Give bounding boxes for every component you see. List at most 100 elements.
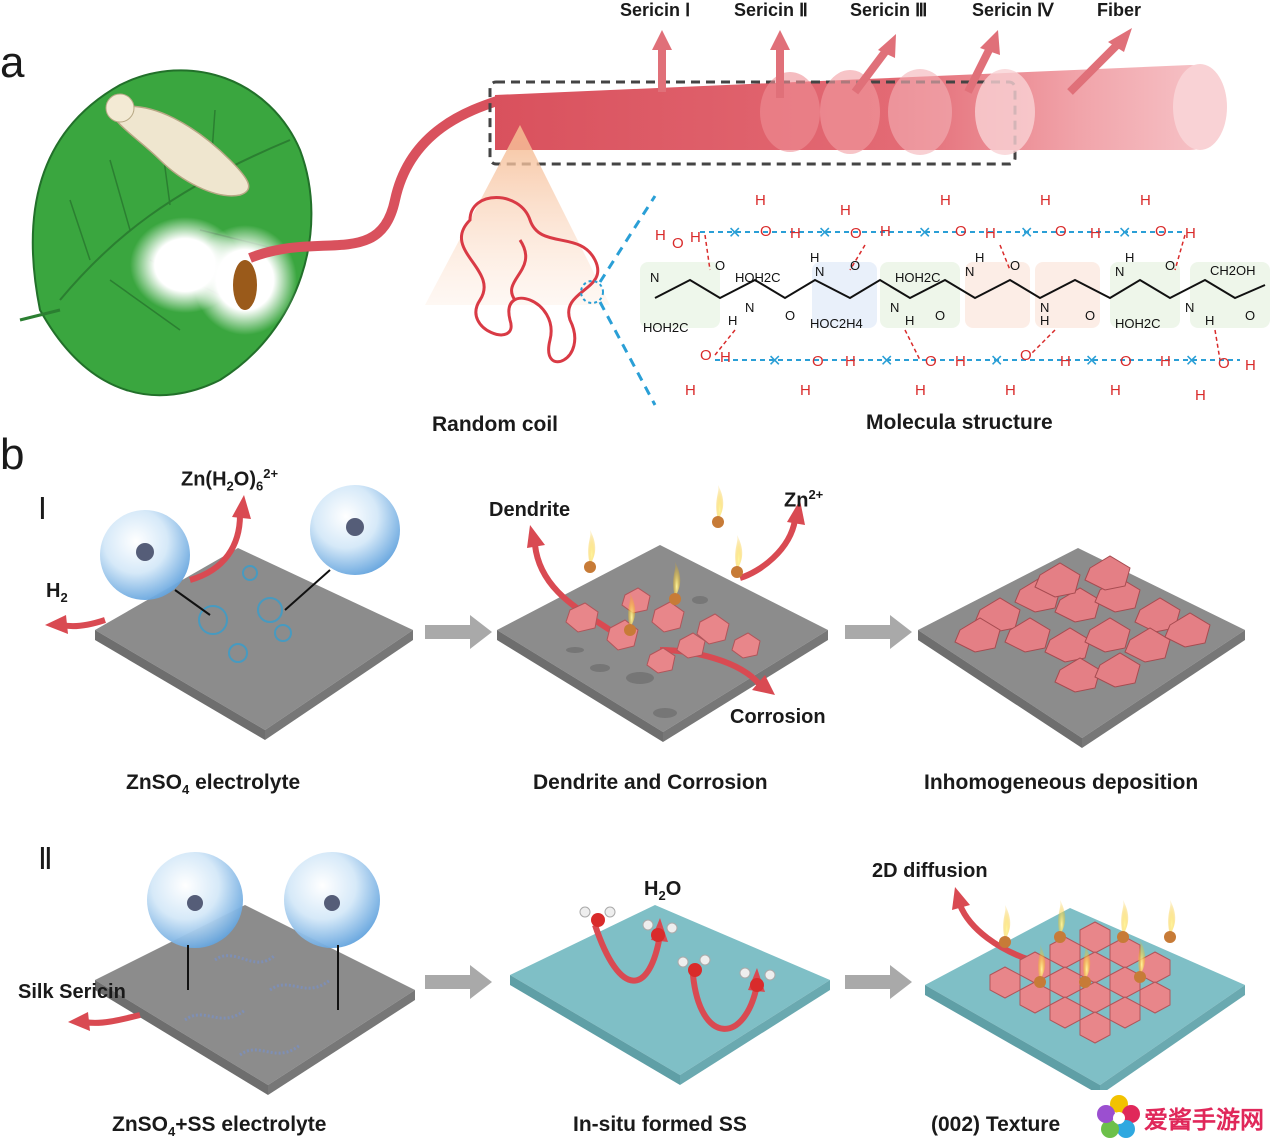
sericin-4-label: Sericin Ⅳ: [972, 0, 1054, 20]
svg-text:✕: ✕: [880, 353, 893, 370]
zn-h2o6-label: Zn(H2O)62+: [181, 466, 279, 494]
svg-text:H: H: [810, 250, 819, 265]
caption-insitu-ss: In-situ formed SS: [573, 1113, 747, 1136]
plate-insitu-ss: [510, 905, 830, 1075]
svg-text:O: O: [700, 347, 712, 364]
svg-text:H: H: [728, 313, 737, 328]
svg-text:O: O: [760, 223, 772, 240]
svg-text:H: H: [985, 225, 996, 242]
svg-text:✕: ✕: [1185, 353, 1198, 370]
svg-text:✕: ✕: [1020, 225, 1033, 242]
caption-dendrite-corrosion: Dendrite and Corrosion: [533, 771, 768, 794]
svg-text:O: O: [1010, 258, 1020, 273]
svg-text:H: H: [1195, 387, 1206, 404]
silk-thread: [248, 95, 502, 263]
svg-text:HOH2C: HOH2C: [1115, 316, 1161, 331]
svg-text:O: O: [1218, 355, 1230, 372]
svg-text:H: H: [685, 382, 696, 399]
svg-text:O: O: [1055, 223, 1067, 240]
molecule-backbone: [654, 278, 1266, 300]
h2-label: H2: [46, 580, 68, 605]
svg-text:H: H: [690, 229, 701, 246]
silk-fiber: [488, 64, 1227, 166]
svg-text:CH2OH: CH2OH: [1210, 263, 1256, 278]
svg-text:✕: ✕: [728, 225, 741, 242]
svg-text:H: H: [975, 250, 984, 265]
water-molecules: [579, 906, 776, 992]
sericin-3-label: Sericin Ⅲ: [850, 0, 928, 20]
svg-text:H: H: [1245, 357, 1256, 374]
solvation-bubbles-ss: [147, 852, 380, 1010]
svg-text:✕: ✕: [990, 353, 1003, 370]
svg-text:✕: ✕: [918, 225, 931, 242]
svg-text:H: H: [720, 349, 731, 366]
svg-text:H: H: [1060, 353, 1071, 370]
svg-text:✕: ✕: [818, 225, 831, 242]
svg-text:HOH2C: HOH2C: [643, 320, 689, 335]
zn2-label: Zn2+: [784, 487, 824, 512]
svg-text:O: O: [1155, 223, 1167, 240]
svg-text:N: N: [890, 300, 899, 315]
plate-znso4-ss: [95, 905, 415, 1085]
svg-text:H: H: [905, 313, 914, 328]
svg-text:HOH2C: HOH2C: [895, 270, 941, 285]
svg-text:O: O: [1165, 258, 1175, 273]
svg-text:O: O: [1020, 347, 1032, 364]
svg-text:O: O: [925, 353, 937, 370]
svg-text:O: O: [935, 308, 945, 323]
svg-text:H: H: [915, 382, 926, 399]
svg-text:O: O: [672, 235, 684, 252]
sericin-molecules: [184, 953, 331, 1057]
svg-text:H: H: [940, 192, 951, 209]
molecular-structure-label: Molecula structure: [866, 411, 1053, 434]
silk-sericin-label: Silk Sericin: [18, 981, 126, 1003]
zinc-ions-row2: [999, 900, 1176, 988]
svg-text:N: N: [1115, 264, 1124, 279]
svg-text:N: N: [965, 264, 974, 279]
svg-text:O: O: [812, 353, 824, 370]
svg-text:N: N: [745, 300, 754, 315]
svg-text:O: O: [850, 225, 862, 242]
row-2-roman: Ⅱ: [38, 843, 53, 876]
svg-text:O: O: [715, 258, 725, 273]
panel-a-letter: a: [0, 38, 25, 87]
corrosion-label: Corrosion: [730, 706, 826, 728]
random-coil: [460, 196, 600, 364]
texture-hexagons: [989, 921, 1171, 1044]
sericin-2-label: Sericin Ⅱ: [734, 0, 808, 20]
svg-text:HOH2C: HOH2C: [735, 270, 781, 285]
svg-text:N: N: [815, 264, 824, 279]
svg-text:O: O: [850, 258, 860, 273]
panel-b-letter: b: [0, 430, 25, 479]
svg-text:N: N: [650, 270, 659, 285]
svg-text:H: H: [1005, 382, 1016, 399]
svg-text:H: H: [955, 353, 966, 370]
svg-text:H: H: [790, 225, 801, 242]
svg-text:O: O: [955, 223, 967, 240]
caption-inhomogeneous: Inhomogeneous deposition: [924, 771, 1199, 794]
flow-arrows: [425, 615, 912, 999]
svg-text:H: H: [655, 227, 666, 244]
sericin-arrows: [658, 39, 1123, 98]
water-label: H2O: [644, 878, 682, 903]
random-coil-label: Random coil: [432, 413, 559, 436]
svg-text:O: O: [1120, 353, 1132, 370]
svg-text:H: H: [1185, 225, 1196, 242]
caption-znso4-ss: ZnSO4+SS electrolyte: [112, 1113, 327, 1140]
watermark: 爱酱手游网: [1090, 1090, 1280, 1141]
svg-text:✕: ✕: [1085, 353, 1098, 370]
svg-text:H: H: [1040, 313, 1049, 328]
caption-002-texture: (002) Texture: [931, 1113, 1061, 1136]
sericin-1-label: Sericin Ⅰ: [620, 0, 691, 20]
inhomogeneous-pile: [954, 555, 1211, 693]
zinc-ions-row1: [584, 485, 743, 636]
svg-text:H: H: [1160, 353, 1171, 370]
svg-text:H: H: [1040, 192, 1051, 209]
solvation-bubbles: [100, 485, 400, 663]
svg-text:N: N: [1040, 300, 1049, 315]
plate-dendrite: [497, 545, 828, 732]
svg-text:H: H: [1090, 225, 1101, 242]
svg-text:✕: ✕: [1118, 225, 1131, 242]
svg-text:H: H: [755, 192, 766, 209]
